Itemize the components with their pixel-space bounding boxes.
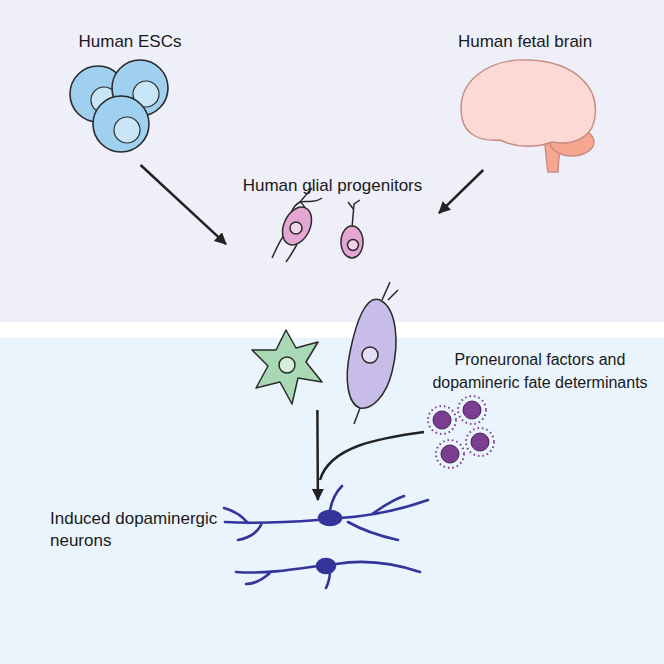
stem-cells xyxy=(70,60,168,152)
illustration-group: Human glial progenitors xyxy=(226,175,439,410)
group-heading: Human ESCs xyxy=(51,31,209,53)
cell xyxy=(93,96,149,152)
virus-spikes xyxy=(458,396,486,424)
progenitor-cell xyxy=(341,226,363,258)
virus-spikes xyxy=(436,440,464,468)
nucleus xyxy=(362,347,378,363)
virus xyxy=(433,411,451,429)
process xyxy=(348,200,360,228)
process xyxy=(272,188,322,262)
bipolar-cell xyxy=(277,202,317,249)
bottom-band xyxy=(0,338,664,664)
group-heading: Induced dopaminergic neurons xyxy=(50,508,226,552)
viral-vectors xyxy=(428,396,494,468)
group-heading: Human fetal brain xyxy=(426,31,624,53)
illustration-group: Induced dopaminergic neurons xyxy=(50,500,430,585)
astrocyte xyxy=(252,330,322,404)
nucleus xyxy=(290,222,302,234)
glial-progenitors xyxy=(252,188,398,424)
fetal-brain xyxy=(461,60,595,172)
flow-arrow xyxy=(316,410,319,500)
merge-line xyxy=(320,432,424,480)
illustration-group: Human fetal brain xyxy=(426,25,624,170)
neuron-soma xyxy=(319,511,341,525)
induced-neurons xyxy=(224,486,428,588)
nucleus xyxy=(348,240,359,251)
virus xyxy=(471,433,489,451)
flow-arrow xyxy=(141,165,226,244)
cerebrum xyxy=(461,60,595,146)
neuron-soma xyxy=(317,559,335,573)
illustration-group: Human ESCs xyxy=(51,25,209,165)
virus xyxy=(441,445,459,463)
nucleus xyxy=(279,357,295,373)
virus-spikes xyxy=(466,428,494,456)
top-band xyxy=(0,0,664,322)
virus-spikes xyxy=(428,406,456,434)
virus xyxy=(463,401,481,419)
group-heading: Human glial progenitors xyxy=(226,175,439,197)
nucleus xyxy=(114,117,140,143)
neuron-processes xyxy=(224,486,428,540)
flow-arrow xyxy=(439,170,483,213)
radial-glia xyxy=(347,299,396,408)
annotation-text: Proneuronal factors and dopamineric fate… xyxy=(422,348,658,394)
